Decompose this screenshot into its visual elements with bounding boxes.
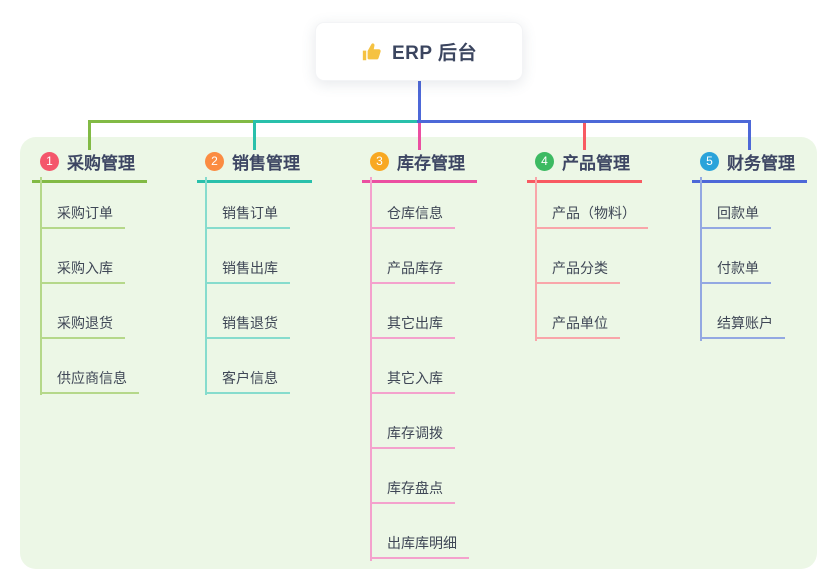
branch-number-badge: 3 xyxy=(370,152,389,171)
branch-product: 4 产品管理 产品（物料） 产品分类 产品单位 xyxy=(527,149,687,341)
branch-number-badge: 2 xyxy=(205,152,224,171)
leaf-node[interactable]: 其它出库 xyxy=(370,313,455,339)
branch-title: 库存管理 xyxy=(397,154,465,173)
branch-child-connector xyxy=(205,177,207,395)
branch-inventory: 3 库存管理 仓库信息 产品库存 其它出库 其它入库 库存调拨 库存盘点 出库库… xyxy=(362,149,522,561)
root-title: ERP 后台 xyxy=(391,43,477,64)
connector-drop-branch-2 xyxy=(253,120,256,150)
leaf-node[interactable]: 销售订单 xyxy=(205,203,290,229)
leaf-node[interactable]: 结算账户 xyxy=(700,313,785,339)
leaf-node[interactable]: 销售退货 xyxy=(205,313,290,339)
leaf-node[interactable]: 供应商信息 xyxy=(40,368,139,394)
leaf-node[interactable]: 产品分类 xyxy=(535,258,620,284)
leaf-node[interactable]: 其它入库 xyxy=(370,368,455,394)
branch-title: 产品管理 xyxy=(562,154,630,173)
root-node-erp[interactable]: ERP 后台 xyxy=(315,22,523,81)
leaf-node[interactable]: 采购退货 xyxy=(40,313,125,339)
leaf-node[interactable]: 付款单 xyxy=(700,258,771,284)
branch-title: 采购管理 xyxy=(67,154,135,173)
leaf-node[interactable]: 采购订单 xyxy=(40,203,125,229)
branch-header[interactable]: 4 产品管理 xyxy=(527,149,642,183)
branch-purchase: 1 采购管理 采购订单 采购入库 采购退货 供应商信息 xyxy=(32,149,192,395)
leaf-node[interactable]: 库存盘点 xyxy=(370,478,455,504)
branch-sales: 2 销售管理 销售订单 销售出库 销售退货 客户信息 xyxy=(197,149,357,395)
branch-number-badge: 1 xyxy=(40,152,59,171)
leaf-node[interactable]: 库存调拨 xyxy=(370,423,455,449)
connector-drop-branch-4 xyxy=(583,120,586,150)
connector-drop-branch-3 xyxy=(418,120,421,150)
leaf-node[interactable]: 客户信息 xyxy=(205,368,290,394)
branch-number-badge: 5 xyxy=(700,152,719,171)
connector-drop-branch-1 xyxy=(88,120,91,150)
leaf-node[interactable]: 采购入库 xyxy=(40,258,125,284)
branch-header[interactable]: 3 库存管理 xyxy=(362,149,477,183)
branch-header[interactable]: 5 财务管理 xyxy=(692,149,807,183)
leaf-node[interactable]: 回款单 xyxy=(700,203,771,229)
connector-bus-right xyxy=(417,120,749,123)
branch-title: 财务管理 xyxy=(727,154,795,173)
branch-header[interactable]: 2 销售管理 xyxy=(197,149,312,183)
leaf-node[interactable]: 出库库明细 xyxy=(370,533,469,559)
branch-child-connector xyxy=(40,177,42,395)
branch-child-connector xyxy=(535,177,537,341)
leaf-node[interactable]: 产品单位 xyxy=(535,313,620,339)
leaf-node[interactable]: 产品库存 xyxy=(370,258,455,284)
connector-drop-branch-5 xyxy=(748,120,751,150)
connector-bus-middle xyxy=(253,120,418,123)
branch-number-badge: 4 xyxy=(535,152,554,171)
leaf-node[interactable]: 销售出库 xyxy=(205,258,290,284)
leaf-node[interactable]: 产品（物料） xyxy=(535,203,648,229)
branch-finance: 5 财务管理 回款单 付款单 结算账户 xyxy=(692,149,839,341)
branch-header[interactable]: 1 采购管理 xyxy=(32,149,147,183)
leaf-node[interactable]: 仓库信息 xyxy=(370,203,455,229)
thumbs-up-icon xyxy=(361,41,383,63)
branch-child-connector xyxy=(370,177,372,561)
branch-child-connector xyxy=(700,177,702,341)
connector-root-stub xyxy=(418,81,421,123)
connector-bus-left xyxy=(88,120,254,123)
mindmap-panel xyxy=(20,137,817,569)
branch-title: 销售管理 xyxy=(232,154,300,173)
